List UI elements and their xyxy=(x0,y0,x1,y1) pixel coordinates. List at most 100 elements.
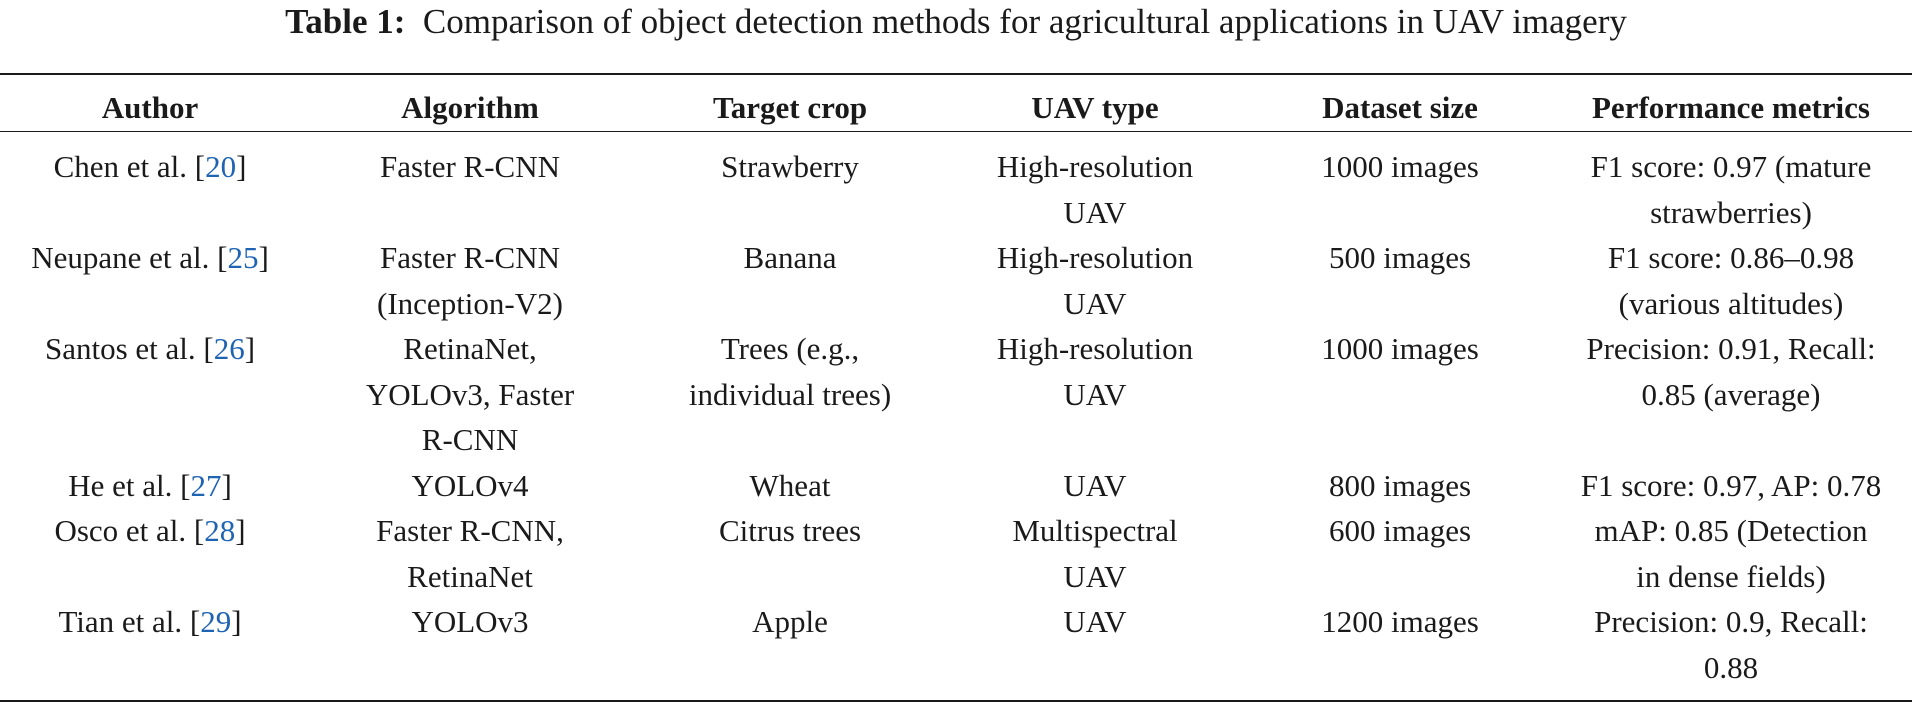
cell-line: 0.85 (average) xyxy=(1641,376,1821,412)
citation-bracket: ] xyxy=(235,513,246,548)
cell-dataset-size: 1000 images xyxy=(1250,326,1550,463)
citation-link[interactable]: 29 xyxy=(200,604,232,639)
cell-line: F1 score: 0.97, AP: 0.78 xyxy=(1580,467,1882,503)
table-header-rule xyxy=(0,131,1912,132)
cell-line: in dense fields) xyxy=(1636,558,1826,594)
header-performance-metrics: Performance metrics xyxy=(1592,89,1870,125)
citation-bracket: ] xyxy=(221,467,232,503)
cell-line: Citrus trees xyxy=(718,513,862,548)
cell-line: YOLOv3, Faster xyxy=(365,376,575,412)
cell-algorithm: Faster R-CNN xyxy=(300,131,640,235)
cell-target-crop: Strawberry xyxy=(640,131,940,235)
table-row: He et al. [27] YOLOv4 Wheat UAV 800 images F1… xyxy=(0,463,1912,509)
cell-line: Faster R-CNN, xyxy=(376,513,564,548)
cell-line: 500 images xyxy=(1328,240,1472,275)
table-row: Santos et al. [26] RetinaNet, YOLOv3, Fast… xyxy=(0,326,1912,463)
cell-line: (Inception-V2) xyxy=(377,285,563,321)
cell-algorithm: YOLOv4 xyxy=(300,463,640,509)
table-row: Chen et al. [20] Faster R-CNN Strawberry Hi… xyxy=(0,131,1912,235)
author-name: He et al. [ xyxy=(68,467,191,503)
cell-line: Banana xyxy=(743,240,837,275)
cell-line: RetinaNet, xyxy=(403,331,537,366)
cell-uav-type: UAV xyxy=(940,599,1250,690)
citation-bracket: ] xyxy=(236,149,247,184)
cell-line: mAP: 0.85 (Detection xyxy=(1594,513,1868,548)
author-name: Neupane et al. [ xyxy=(31,240,228,275)
cell-line: Faster R-CNN xyxy=(380,240,560,275)
cell-performance-metrics: Precision: 0.91, Recall: 0.85 (average) xyxy=(1550,326,1912,463)
cell-performance-metrics: F1 score: 0.86–0.98(various altitudes) xyxy=(1550,235,1912,326)
cell-line: UAV xyxy=(1063,376,1127,412)
citation-link[interactable]: 26 xyxy=(213,331,245,366)
table-caption-label: Table 1: xyxy=(285,2,406,41)
cell-line: 1000 images xyxy=(1321,149,1479,184)
cell-dataset-size: 500 images xyxy=(1250,235,1550,326)
author-name: Tian et al. [ xyxy=(58,604,201,639)
table-caption-text: Comparison of object detection methods f… xyxy=(422,2,1627,41)
cell-author: Osco et al. [28] xyxy=(0,508,300,599)
cell-target-crop: Citrus trees xyxy=(640,508,940,599)
header-author: Author xyxy=(101,89,199,125)
author-name: Santos et al. [ xyxy=(44,331,214,366)
header-target-crop: Target crop xyxy=(712,89,868,125)
cell-target-crop: Wheat xyxy=(640,463,940,509)
cell-target-crop: Banana xyxy=(640,235,940,326)
table-header-row: Author Algorithm Target crop UAV type Da… xyxy=(0,84,1912,131)
table-caption: Table 1: Comparison of object detection … xyxy=(0,0,1912,44)
cell-line: Wheat xyxy=(749,467,831,503)
cell-line: YOLOv4 xyxy=(411,467,529,503)
cell-line: Precision: 0.91, Recall: xyxy=(1586,331,1876,366)
cell-dataset-size: 800 images xyxy=(1250,463,1550,509)
cell-performance-metrics: mAP: 0.85 (Detection in dense fields) xyxy=(1550,508,1912,599)
cell-line: High-resolution xyxy=(996,240,1194,275)
table-top-rule xyxy=(0,73,1912,75)
cell-line: 0.88 xyxy=(1703,649,1759,685)
cell-line: UAV xyxy=(1063,604,1127,639)
cell-line: individual trees) xyxy=(688,376,892,412)
cell-line: UAV xyxy=(1063,558,1127,594)
cell-line: Strawberry xyxy=(721,149,859,184)
cell-author: Tian et al. [29] xyxy=(0,599,300,690)
header-algorithm: Algorithm xyxy=(401,89,539,125)
cell-author: Santos et al. [26] xyxy=(0,326,300,463)
cell-line: 1000 images xyxy=(1321,331,1479,366)
cell-line: Trees (e.g., xyxy=(720,331,860,366)
citation-link[interactable]: 27 xyxy=(190,467,222,503)
cell-algorithm: Faster R-CNN,RetinaNet xyxy=(300,508,640,599)
cell-line: Multispectral xyxy=(1012,513,1178,548)
cell-target-crop: Trees (e.g., individual trees) xyxy=(640,326,940,463)
cell-line: High-resolution xyxy=(996,331,1194,366)
cell-author: Neupane et al. [25] xyxy=(0,235,300,326)
cell-performance-metrics: Precision: 0.9, Recall: 0.88 xyxy=(1550,599,1912,690)
cell-dataset-size: 1000 images xyxy=(1250,131,1550,235)
comparison-table: Author Algorithm Target crop UAV type Da… xyxy=(0,84,1912,690)
cell-line: strawberries) xyxy=(1650,194,1812,230)
cell-line: Faster R-CNN xyxy=(380,149,560,184)
cell-line: 600 images xyxy=(1328,513,1472,548)
cell-line: UAV xyxy=(1063,467,1127,503)
table-bottom-rule xyxy=(0,700,1912,702)
cell-performance-metrics: F1 score: 0.97 (mature strawberries) xyxy=(1550,131,1912,235)
cell-algorithm: YOLOv3 xyxy=(300,599,640,690)
cell-performance-metrics: F1 score: 0.97, AP: 0.78 xyxy=(1550,463,1912,509)
cell-line: F1 score: 0.97 (mature xyxy=(1590,149,1872,184)
cell-line: Precision: 0.9, Recall: xyxy=(1594,604,1868,639)
citation-link[interactable]: 20 xyxy=(205,149,237,184)
cell-line: High-resolution xyxy=(996,149,1194,184)
cell-dataset-size: 600 images xyxy=(1250,508,1550,599)
cell-algorithm: Faster R-CNN (Inception-V2) xyxy=(300,235,640,326)
citation-link[interactable]: 25 xyxy=(227,240,259,275)
cell-author: Chen et al. [20] xyxy=(0,131,300,235)
cell-target-crop: Apple xyxy=(640,599,940,690)
citation-bracket: ] xyxy=(244,331,256,366)
header-uav-type: UAV type xyxy=(1031,89,1159,125)
cell-line: F1 score: 0.86–0.98 xyxy=(1607,240,1855,275)
cell-line: R-CNN xyxy=(421,422,519,457)
citation-link[interactable]: 28 xyxy=(204,513,236,548)
author-name: Osco et al. [ xyxy=(54,513,205,548)
